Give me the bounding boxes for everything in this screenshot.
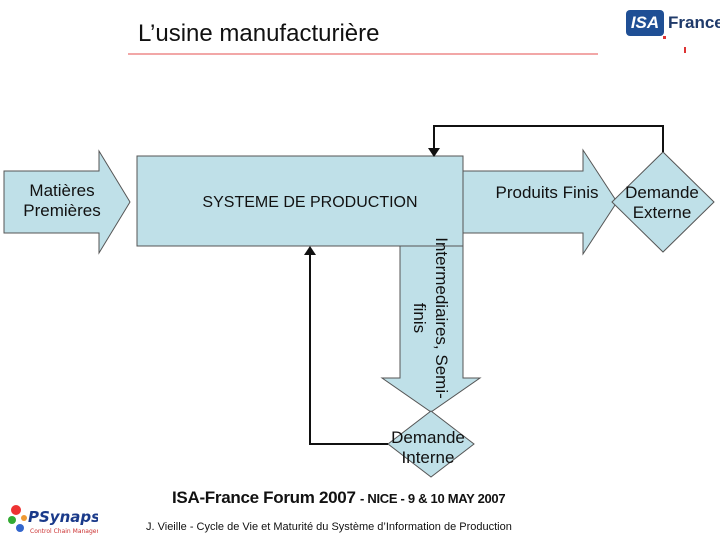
slide-title: L’usine manufacturière [138, 20, 380, 47]
demande-externe-label: Demande Externe [625, 183, 699, 222]
external-feedback-line [433, 125, 664, 152]
internal-feedback-line [309, 253, 388, 445]
svg-text:Control Chain Management: Control Chain Management [30, 528, 98, 535]
isa-logo-text: France [668, 13, 720, 32]
produits-label: Produits Finis [495, 183, 599, 202]
isa-logo-badge: ISA [626, 10, 664, 36]
intermediaires-label: Intermediaires, Semi-finis [410, 237, 451, 399]
svg-text:PSynapses: PSynapses [28, 508, 98, 526]
system-label: SYSTEME DE PRODUCTION [202, 194, 418, 211]
external-feedback-arrowhead [428, 148, 440, 157]
produits-arrow [439, 148, 618, 256]
logo-accent-mark [684, 47, 686, 53]
psynapses-logo: PSynapses Control Chain Management [8, 505, 98, 535]
title-underline [128, 53, 598, 55]
system-box [136, 155, 464, 247]
demande-interne-diamond [387, 410, 475, 478]
forum-banner: ISA-France Forum 2007 - NICE - 9 & 10 MA… [172, 488, 506, 508]
matieres-label: Matières Premières [23, 181, 101, 220]
forum-dates: - NICE - 9 & 10 MAY 2007 [360, 491, 506, 506]
forum-title: ISA-France Forum 2007 [172, 488, 361, 507]
matieres-arrow [3, 149, 131, 255]
slide-footer: J. Vieille - Cycle de Vie et Maturité du… [146, 521, 512, 533]
intermediaires-arrow [380, 245, 482, 413]
internal-feedback-arrowhead [304, 246, 316, 255]
demande-externe-diamond [611, 151, 715, 253]
demande-interne-label: Demande Interne [391, 428, 465, 467]
logo-accent-dot [663, 36, 666, 39]
